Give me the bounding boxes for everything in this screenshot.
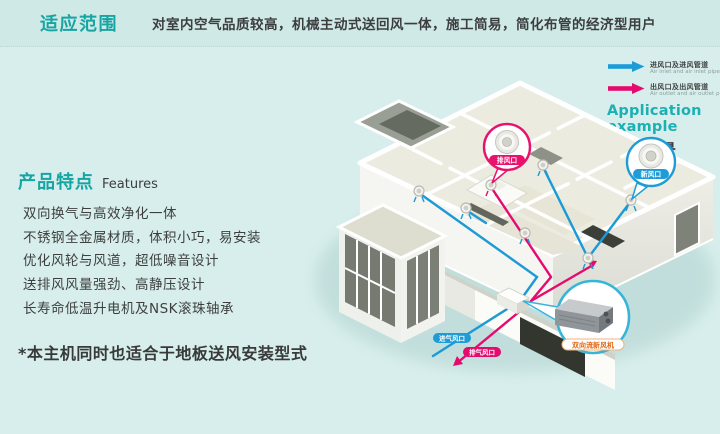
ceiling-diffusers [413,159,637,270]
features-section: 产品特点 Features 双向换气与高效净化一体 不锈钢全金属材质，体积小巧，… [18,168,318,322]
inlet-pipes [417,165,633,358]
feature-item: 送排风风量强劲、高静压设计 [23,277,205,294]
features-list: 双向换气与高效净化一体 不锈钢全金属材质，体积小巧，易安装 优化风轮与风道，超低… [18,203,318,322]
footnote: *本主机同时也适合于地板送风安装型式 [18,344,308,363]
intake-vent-label: 进气风口 [439,334,465,343]
outlet-arrow-icon [608,83,645,95]
outdoor-labels: 进气风口 排气风口 [433,333,501,357]
feature-item: 优化风轮与风道，超低噪音设计 [23,253,219,270]
inlet-arrow-icon [608,61,645,72]
machine-label: 双向流新风机 [572,341,614,350]
side-window [674,201,700,257]
house-illustration: 排风口 新风口 双向流新风机 进气风口 排气风口 [295,55,720,430]
pipe-legend: 进风口及进风管道 Air inlet and air inlet pipe 出风… [608,61,720,106]
machine-unit-icon [555,299,613,333]
legend-outlet-row: 出风口及出风管道 Air outlet and air outlet pipe [608,83,720,97]
diffuser-icon [460,202,472,220]
features-title-en: Features [102,177,158,192]
diffuser-icon [582,252,594,270]
feature-item: 长寿命低温升电机及NSK滚珠轴承 [23,300,235,317]
diffuser-icon [519,227,531,245]
legend-inlet-cn: 进风口及进风管道 [650,61,709,69]
fresh-air-label: 新风口 [641,170,662,179]
machine-callout: 双向流新风机 [522,279,631,355]
outlet-arrowhead-out [453,356,463,366]
features-title: 产品特点 [18,172,94,193]
fresh-air-callout: 新风口 [625,136,677,202]
exhaust-outdoor-label: 排气风口 [469,348,495,357]
feature-item: 双向换气与高效净化一体 [23,206,177,222]
balcony [335,203,449,343]
header-band: 适应范围 对室内空气品质较高，机械主动式送回风一体，施工简易，简化布管的经济型用… [0,0,720,47]
feature-item: 不锈钢全金属材质，体积小巧，易安装 [23,229,261,246]
diffuser-icon [537,159,549,177]
exhaust-vent-label: 排风口 [497,156,518,165]
legend-outlet-cn: 出风口及出风管道 [650,83,709,92]
page-title: 适应范围 [40,14,118,35]
application-title-en: Application example [607,103,702,135]
legend-inlet-en: Air inlet and air inlet pipe [650,69,720,76]
round-diffuser-icon [638,143,664,169]
ventilation-unit [496,287,530,314]
diffuser-icon [413,185,425,203]
legend-inlet-row: 进风口及进风管道 Air inlet and air inlet pipe [608,61,720,75]
page-subtitle: 对室内空气品质较高，机械主动式送回风一体，施工简易，简化布管的经济型用户 [152,17,656,33]
exhaust-vent-callout: 排风口 [482,122,532,184]
utility-shaft [353,99,457,150]
round-diffuser-icon [495,130,519,154]
legend-outlet-en: Air outlet and air outlet pipe [650,91,720,98]
